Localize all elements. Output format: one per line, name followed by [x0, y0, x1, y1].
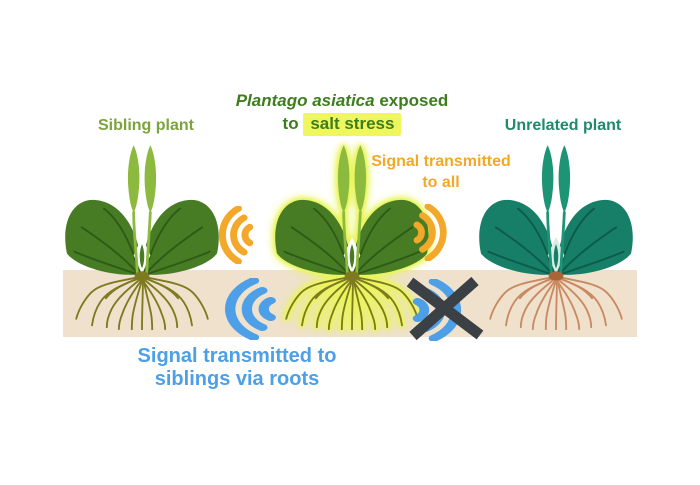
airborne-signal-left-icon [204, 206, 258, 264]
root-signal-caption: Signal transmitted to siblings via roots [87, 345, 387, 391]
airborne-caption-line1: Signal transmitted [371, 153, 511, 170]
root-signal-left-icon [203, 278, 283, 340]
species-name: Plantago asiatica [235, 91, 375, 110]
blocked-x-icon [402, 277, 488, 341]
salt-stress-highlight: salt stress [303, 113, 402, 136]
airborne-signal-caption: Signal transmitted to all [356, 151, 526, 193]
root-caption-line1: Signal transmitted to [137, 345, 337, 367]
title-line2-prefix: to [282, 114, 304, 133]
title-suffix: exposed [374, 91, 449, 110]
root-caption-line2: siblings via roots [154, 368, 320, 390]
airborne-caption-line2: to all [422, 174, 460, 191]
unrelated-plant-label: Unrelated plant [504, 117, 622, 134]
airborne-signal-right-icon [409, 204, 461, 261]
sibling-plant-label: Sibling plant [98, 117, 194, 134]
diagram-title: Plantago asiatica exposed to salt stress [177, 89, 507, 136]
